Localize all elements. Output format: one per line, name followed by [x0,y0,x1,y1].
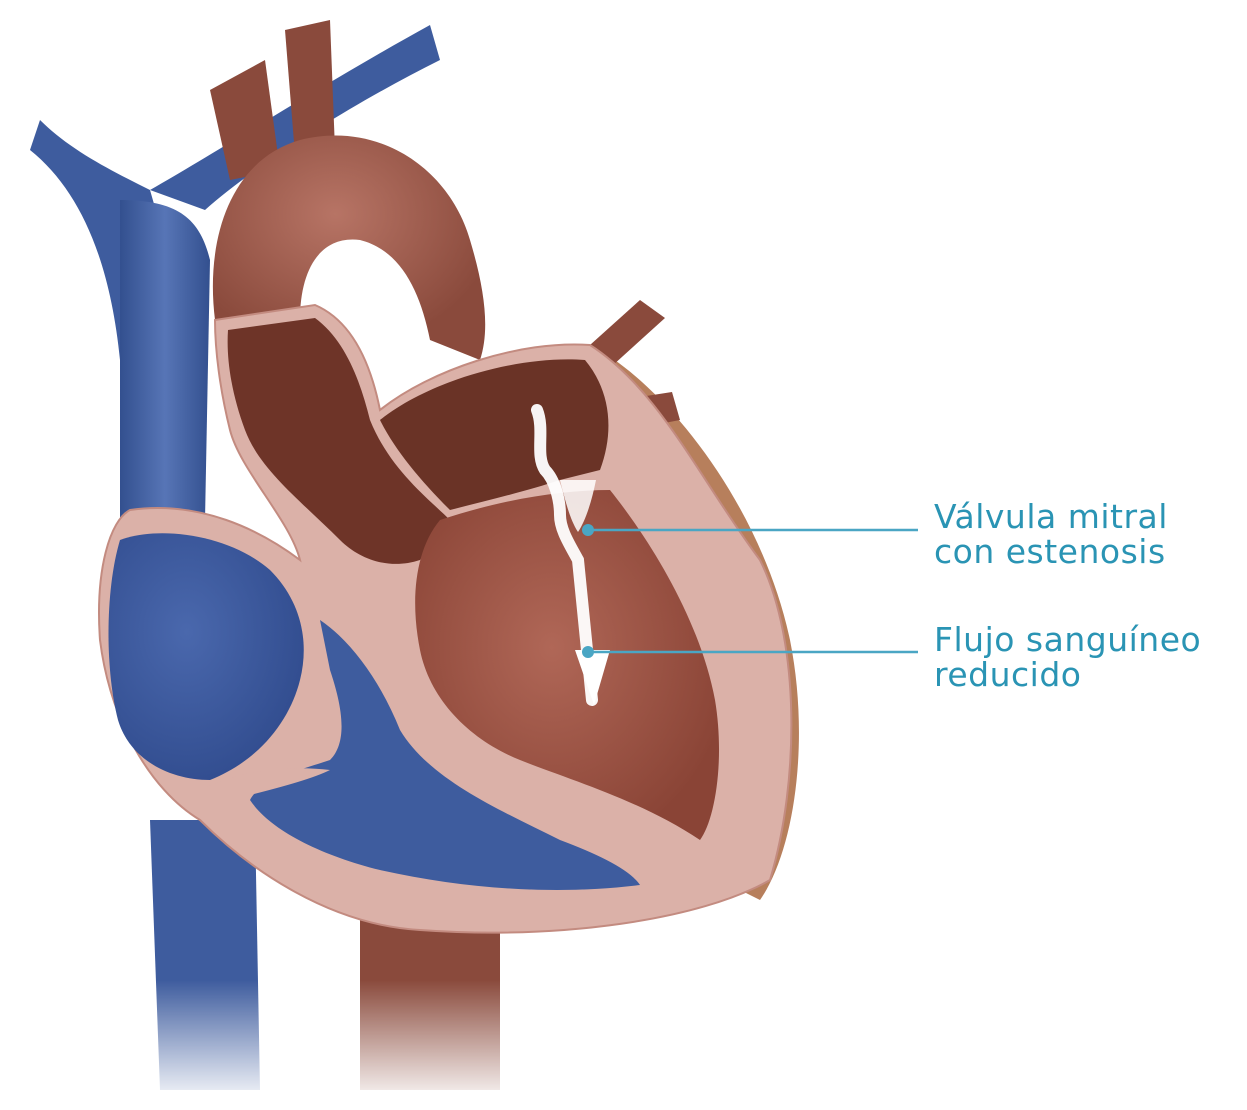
blood-flow-label: Flujo sanguíneo reducido [934,623,1201,692]
fade-bottom [120,980,540,1106]
vena-cava-trunk [120,200,210,560]
mitral-valve-label: Válvula mitral con estenosis [934,500,1168,569]
